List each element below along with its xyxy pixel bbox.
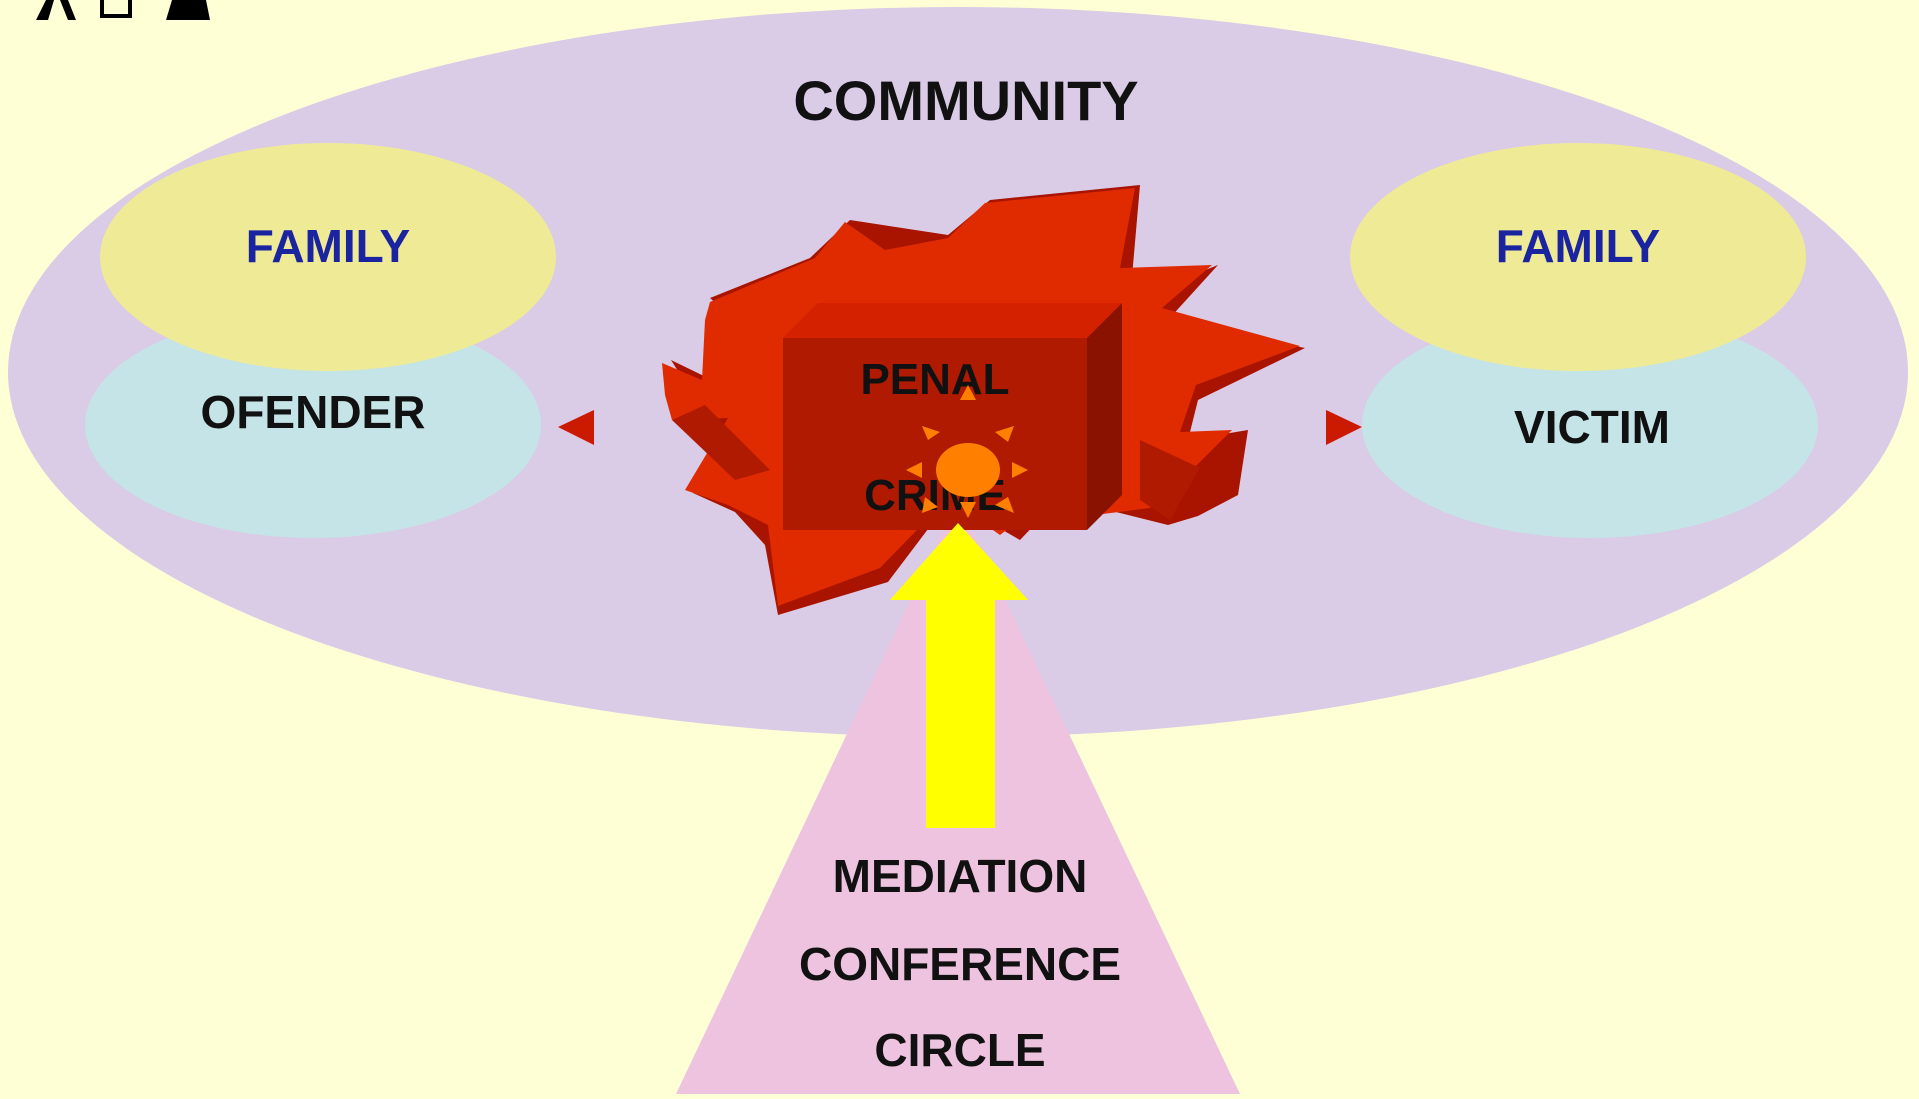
mediation-label: MEDIATION xyxy=(833,850,1088,902)
penal-label: PENAL xyxy=(860,355,1009,404)
victim-label: VICTIM xyxy=(1514,401,1670,453)
offender-label: OFENDER xyxy=(201,386,426,438)
up-arrow-icon xyxy=(890,523,1028,828)
circle-label: CIRCLE xyxy=(874,1024,1045,1076)
offender-ellipse xyxy=(85,312,541,538)
people-logo-icon xyxy=(36,0,210,20)
sun-icon xyxy=(906,385,1028,518)
family-left-label: FAMILY xyxy=(246,220,410,272)
left-pointer-icon xyxy=(558,410,594,445)
victim-ellipse xyxy=(1362,312,1818,538)
conference-label: CONFERENCE xyxy=(799,938,1121,990)
community-label: COMMUNITY xyxy=(793,69,1138,132)
family-right-label: FAMILY xyxy=(1496,220,1660,272)
right-pointer-icon xyxy=(1326,410,1362,445)
family-right-ellipse xyxy=(1350,143,1806,371)
family-left-ellipse xyxy=(100,143,556,371)
